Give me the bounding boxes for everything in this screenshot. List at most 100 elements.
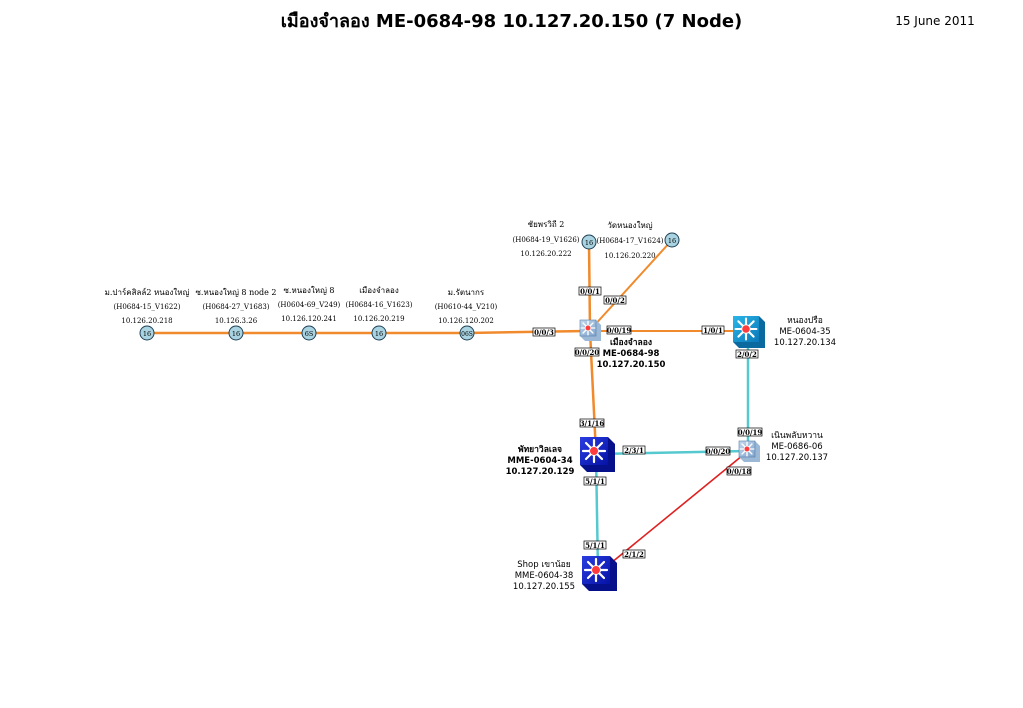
- port-noen-left: 0/0/20: [705, 446, 731, 456]
- end-node-e4-badge: 16: [375, 330, 383, 338]
- switch-main-name: เมืองจำลอง: [610, 337, 652, 348]
- port-shop-top: 5/1/1: [583, 540, 607, 550]
- port-shop-right: 2/1/2: [622, 549, 646, 559]
- end-node-e7-code: (H0684-17_V1624): [596, 237, 663, 245]
- switch-pattaya-name: พัทยาวิลเลจ: [518, 444, 562, 455]
- end-node-e4[interactable]: เมืองจำลอง (H0684-16_V1623) 10.126.20.21…: [345, 286, 413, 341]
- port-main-bottom-text: 0/0/20: [575, 348, 600, 357]
- switch-main-ip: 10.127.20.150: [597, 360, 666, 370]
- port-noen-bottom: 0/0/18: [726, 466, 752, 476]
- port-main-bottom: 0/0/20: [574, 347, 600, 357]
- diagram-date: 15 June 2011: [895, 14, 975, 28]
- port-noen-top: 0/0/19: [737, 427, 763, 437]
- end-node-e1-ip: 10.126.20.218: [121, 317, 172, 325]
- switch-pattaya-model: MME-0604-34: [507, 456, 572, 466]
- switch-pattaya-ip: 10.127.20.129: [506, 467, 575, 477]
- switch-noen-name: เนินพลับหวาน: [771, 431, 823, 441]
- port-pattaya-top: 3/1/16: [579, 418, 605, 428]
- link-e5-main: [466, 329, 587, 335]
- port-nongprue-bottom: 2/0/2: [735, 349, 759, 359]
- switch-shop-name: Shop เขาน้อย: [517, 559, 570, 570]
- port-noen-left-text: 0/0/20: [706, 447, 731, 456]
- end-node-e7-name: วัดหนองใหญ่: [607, 221, 652, 230]
- port-noen-top-text: 0/0/19: [738, 428, 763, 437]
- end-node-e6-name: ชัยพรวิถี 2: [528, 220, 565, 229]
- end-node-e5-badge: 06S: [461, 331, 473, 338]
- switch-noen-icon: [738, 440, 760, 462]
- port-pattaya-right-text: 2/3/1: [624, 446, 644, 455]
- port-nongprue-left-text: 1/0/1: [703, 326, 723, 335]
- switch-main-icon: [579, 319, 601, 341]
- end-node-e7-ip: 10.126.20.220: [604, 252, 655, 260]
- switch-main-model: ME-0684-98: [603, 349, 660, 359]
- switches: เมืองจำลอง ME-0684-98 10.127.20.150 หนอง…: [506, 315, 837, 592]
- end-node-e1-badge: 16: [143, 330, 151, 338]
- switch-nongprue-icon: [733, 316, 765, 348]
- switch-shop-ip: 10.127.20.155: [513, 582, 575, 592]
- port-main-top-text: 0/0/1: [580, 287, 600, 296]
- end-node-e7-badge: 16: [668, 237, 676, 245]
- port-shop-right-text: 2/1/2: [624, 550, 644, 559]
- port-noen-bottom-text: 0/0/18: [727, 467, 752, 476]
- port-main-top: 0/0/1: [578, 286, 602, 296]
- switch-shop-model: MME-0604-38: [515, 571, 574, 581]
- end-node-e6-ip: 10.126.20.222: [520, 250, 571, 258]
- port-main-right-text: 0/0/19: [607, 326, 632, 335]
- end-node-e6-badge: 16: [585, 239, 593, 247]
- switch-main[interactable]: เมืองจำลอง ME-0684-98 10.127.20.150: [579, 319, 666, 370]
- switch-nongprue-ip: 10.127.20.134: [774, 338, 836, 348]
- end-node-e4-ip: 10.126.20.219: [353, 315, 404, 323]
- switch-nongprue-name: หนองปรือ: [787, 315, 823, 326]
- port-labels: 0/0/3 0/0/1 0/0/2 0/0/19 0/0/20 1/0/1 2/…: [532, 286, 763, 559]
- end-node-e6[interactable]: ชัยพรวิถี 2 (H0684-19_V1626) 10.126.20.2…: [512, 220, 597, 258]
- end-node-e7[interactable]: วัดหนองใหญ่ (H0684-17_V1624) 10.126.20.2…: [596, 221, 680, 260]
- end-node-e3-code: (H0604-69_V249): [278, 301, 341, 309]
- end-node-e1[interactable]: ม.ปาร์คสิลล์2 หนองใหญ่ (H0684-15_V1622) …: [105, 287, 190, 341]
- switch-nongprue[interactable]: หนองปรือ ME-0604-35 10.127.20.134: [733, 315, 836, 348]
- diagram-title: เมืองจำลอง ME-0684-98 10.127.20.150 (7 N…: [280, 11, 743, 32]
- end-node-e2-code: (H0684-27_V1683): [202, 303, 269, 311]
- end-node-e2-name: ซ.หนองใหญ่ 8 node 2: [195, 288, 276, 297]
- port-shop-top-text: 5/1/1: [585, 541, 605, 550]
- port-main-top-right-text: 0/0/2: [605, 296, 625, 305]
- switch-pattaya[interactable]: พัทยาวิลเลจ MME-0604-34 10.127.20.129: [506, 437, 615, 477]
- end-node-e3-ip: 10.126.120.241: [281, 315, 337, 323]
- port-pattaya-bottom: 5/1/1: [583, 476, 607, 486]
- end-node-e4-code: (H0684-16_V1623): [345, 301, 412, 309]
- end-node-e3-name: ซ.หนองใหญ่ 8: [283, 286, 334, 295]
- port-main-left: 0/0/3: [532, 327, 556, 337]
- port-pattaya-right: 2/3/1: [622, 445, 646, 455]
- end-node-e4-name: เมืองจำลอง: [359, 286, 399, 295]
- port-main-top-right: 0/0/2: [603, 295, 627, 305]
- port-main-right: 0/0/19: [606, 325, 632, 335]
- port-nongprue-bottom-text: 2/0/2: [737, 350, 757, 359]
- end-node-e1-code: (H0684-15_V1622): [113, 303, 180, 311]
- switch-pattaya-icon: [580, 437, 615, 472]
- switch-noen-ip: 10.127.20.137: [766, 453, 828, 463]
- port-pattaya-bottom-text: 5/1/1: [585, 477, 605, 486]
- end-node-e1-name: ม.ปาร์คสิลล์2 หนองใหญ่: [105, 287, 190, 297]
- switch-shop[interactable]: Shop เขาน้อย MME-0604-38 10.127.20.155: [513, 556, 617, 592]
- switch-nongprue-model: ME-0604-35: [779, 327, 830, 337]
- switch-noen-model: ME-0686-06: [771, 442, 822, 452]
- end-node-e5[interactable]: ม.รัตนากร (H0610-44_V210) 10.126.120.202…: [435, 288, 498, 341]
- end-node-e2-badge: 16: [232, 330, 240, 338]
- end-node-e5-ip: 10.126.120.202: [438, 317, 494, 325]
- end-nodes: ม.ปาร์คสิลล์2 หนองใหญ่ (H0684-15_V1622) …: [105, 220, 680, 341]
- port-nongprue-left: 1/0/1: [701, 325, 725, 335]
- end-node-e5-code: (H0610-44_V210): [435, 303, 498, 311]
- port-pattaya-top-text: 3/1/16: [580, 419, 605, 428]
- end-node-e2[interactable]: ซ.หนองใหญ่ 8 node 2 (H0684-27_V1683) 10.…: [195, 288, 277, 341]
- end-node-e6-code: (H0684-19_V1626): [512, 236, 579, 244]
- switch-noen[interactable]: เนินพลับหวาน ME-0686-06 10.127.20.137: [738, 431, 828, 463]
- end-node-e5-name: ม.รัตนากร: [448, 288, 485, 297]
- link-e6-main: [587, 241, 592, 332]
- link-e7-main: [591, 239, 673, 329]
- end-node-e2-ip: 10.126.3.26: [215, 317, 258, 325]
- end-node-e3-badge: 6S: [305, 330, 314, 338]
- link-pattaya-shop: [594, 453, 600, 573]
- end-node-e3[interactable]: ซ.หนองใหญ่ 8 (H0604-69_V249) 10.126.120.…: [278, 286, 341, 341]
- port-main-left-text: 0/0/3: [534, 328, 554, 337]
- switch-shop-icon: [582, 556, 617, 591]
